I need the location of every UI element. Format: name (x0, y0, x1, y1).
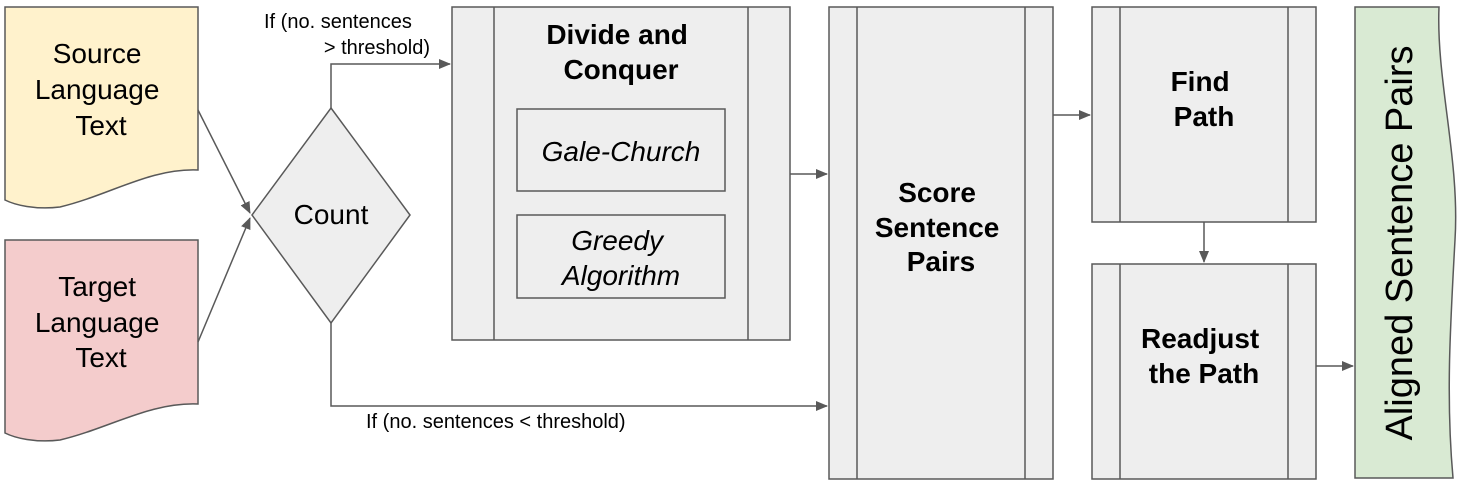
output-label: Aligned Sentence Pairs (1379, 45, 1421, 440)
greedy-label-line-1: Greedy (571, 225, 665, 256)
target-document-shape (4, 239, 199, 442)
edge-target-to-count (197, 217, 251, 343)
greedy-algorithm-box (516, 214, 726, 299)
source-label-line-3: Text (75, 110, 127, 141)
gale-church-label: Gale-Church (542, 136, 701, 167)
gale-church-box (516, 108, 726, 192)
aligned-sentence-pairs-node: Aligned Sentence Pairs (1354, 6, 1457, 479)
edge-count-to-score (330, 323, 828, 411)
output-document-shape (1354, 6, 1457, 479)
edge-count-to-divide (330, 59, 451, 108)
divide-label-line-1: Divide and (546, 19, 688, 50)
score-sentence-pairs-node: Score Sentence Pairs (828, 6, 1054, 480)
svg-text:Target Language Te: Target Language Text (35, 271, 167, 373)
readjust-label-line-2: the Path (1149, 358, 1259, 389)
score-label-line-3: Pairs (907, 246, 976, 277)
find-path-node: Find Path (1091, 6, 1317, 223)
target-label-line-2: Language (35, 307, 160, 338)
source-label-line-1: Source (53, 38, 142, 69)
count-label: Count (294, 199, 369, 230)
score-box (828, 6, 1054, 480)
readjust-label-line-1: Readjust (1141, 323, 1259, 354)
greedy-algorithm-node: Greedy Algorithm (516, 214, 726, 299)
find-path-box (1091, 6, 1317, 223)
divide-and-conquer-node: Divide and Conquer Gale-Church Greedy Al… (451, 6, 791, 341)
edge-source-to-count (197, 109, 251, 214)
score-label-line-2: Sentence (875, 212, 1000, 243)
svg-text:Find Path: Find Path (1171, 66, 1238, 132)
svg-text:If (no. sentences > thresh: If (no. sentences > threshold) (264, 11, 430, 59)
above-threshold-label-line-2: > threshold) (324, 37, 430, 59)
above-threshold-label-line-1: If (no. sentences (264, 11, 412, 33)
divide-label-line-2: Conquer (563, 54, 678, 85)
find-path-label-line-2: Path (1174, 101, 1235, 132)
score-label-line-1: Score (898, 177, 976, 208)
svg-text:Greedy Algorithm: Greedy Algorithm (560, 225, 680, 291)
readjust-box (1091, 263, 1317, 480)
source-label-line-2: Language (35, 74, 160, 105)
below-threshold-label: If (no. sentences < threshold) (366, 411, 626, 433)
svg-text:Source Language Te: Source Language Text (35, 38, 167, 141)
source-language-text-node: Source Language Text (4, 6, 199, 209)
svg-text:Score Sentence Pai: Score Sentence Pairs (875, 177, 1007, 277)
count-decision-node: Count (251, 106, 411, 325)
find-path-label-line-1: Find (1171, 66, 1230, 97)
svg-text:Readjust the Path: Readjust the Path (1141, 323, 1267, 389)
greedy-label-line-2: Algorithm (560, 260, 680, 291)
target-label-line-3: Text (75, 342, 127, 373)
target-language-text-node: Target Language Text (4, 239, 199, 442)
target-label-line-1: Target (58, 271, 136, 302)
readjust-path-node: Readjust the Path (1091, 263, 1317, 480)
svg-text:Divide and Conquer: Divide and Conquer (546, 19, 695, 85)
gale-church-node: Gale-Church (516, 108, 726, 192)
source-document-shape (4, 6, 199, 209)
